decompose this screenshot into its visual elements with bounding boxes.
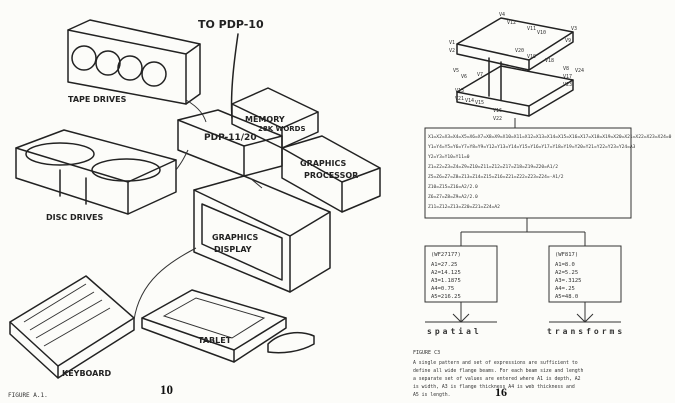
page-number-right: 16 — [495, 385, 507, 399]
tablet-icon — [141, 289, 315, 363]
svg-text:V1: V1 — [449, 40, 455, 46]
cable-disc-pdp — [175, 149, 189, 171]
svg-text:A2=14.125: A2=14.125 — [431, 270, 461, 276]
svg-text:A3=1.1875: A3=1.1875 — [431, 278, 461, 284]
label-transforms: transforms — [547, 327, 625, 336]
tape-drives-icon — [67, 19, 201, 105]
right-page: V4 V12 V11 V10 V3 V9 V1 V2 V20 V19 V18 V… — [395, 0, 675, 403]
expression-line: Z10=Z15=Z16=A2/2.0 — [428, 184, 478, 190]
cable-tape-pdp — [185, 99, 207, 123]
svg-text:V6: V6 — [461, 74, 467, 80]
svg-text:V9: V9 — [565, 38, 571, 44]
svg-text:A2=5.25: A2=5.25 — [555, 270, 578, 276]
svg-text:is width, A3 is flange thickne: is width, A3 is flange thickness A4 is w… — [413, 384, 575, 390]
svg-text:V3: V3 — [571, 26, 577, 32]
svg-text:A1=27.25: A1=27.25 — [431, 262, 458, 268]
expression-line: Z1=Z2=Z3=Z4=Z9=Z10=Z11=Z12=Z17=Z18=Z19=Z… — [428, 164, 558, 170]
svg-text:V17: V17 — [563, 74, 572, 80]
svg-text:V11: V11 — [527, 26, 536, 32]
label-graphics-display-2: DISPLAY — [214, 245, 252, 254]
expression-line: X1=X2=X3=X4=X5=X6=X7=X8=X9=X10=X11=X12=X… — [428, 134, 672, 140]
svg-text:V18: V18 — [545, 58, 554, 64]
svg-text:V21: V21 — [455, 96, 464, 102]
svg-text:V19: V19 — [527, 54, 536, 60]
label-graphics-processor-1: GRAPHICS — [300, 159, 346, 168]
svg-text:V20: V20 — [515, 48, 524, 54]
beam-figure: V4 V12 V11 V10 V3 V9 V1 V2 V20 V19 V18 V… — [413, 12, 672, 399]
cable-keyboard-display — [133, 247, 197, 321]
label-to-pdp10: TO PDP-10 — [198, 18, 264, 31]
svg-text:V16: V16 — [493, 108, 502, 114]
label-pdp11: PDP-11/20 — [204, 133, 257, 143]
hardware-sketch: TO PDP-10 TAPE DRIVES MEMORY 28K WORDS P… — [8, 18, 381, 399]
figure-caption-lines: A single pattern and set of expressions … — [413, 360, 584, 398]
label-memory-size: 28K WORDS — [258, 125, 306, 133]
transforms-header: (WF817) — [555, 252, 578, 258]
spatial-values: A1=27.25 A2=14.125 A3=1.1875 A4=0.75 A5=… — [431, 262, 461, 300]
svg-text:A4=.25: A4=.25 — [555, 286, 575, 292]
cable-pdp-display — [249, 177, 263, 189]
wide-flange-beam-wireframe — [456, 17, 574, 117]
figure-caption: FIGURE A.1. — [8, 392, 48, 399]
svg-text:a separate set of values are e: a separate set of values are entered whe… — [413, 376, 581, 382]
expression-line: Z11=Z12=Z13=Z20=Z21=Z24=A2 — [428, 204, 500, 210]
expression-line: Z6=Z7=Z8=Z9=A2/2.0 — [428, 194, 478, 200]
svg-text:A1=8.0: A1=8.0 — [555, 262, 575, 268]
svg-text:V13: V13 — [455, 88, 464, 94]
graphics-display-icon — [193, 175, 331, 293]
label-tablet: TABLET — [198, 336, 232, 345]
label-disc-drives: DISC DRIVES — [46, 213, 103, 222]
svg-text:V7: V7 — [477, 72, 483, 78]
label-memory: MEMORY — [245, 115, 285, 124]
svg-text:V5: V5 — [453, 68, 459, 74]
keyboard-icon — [9, 275, 135, 379]
left-page: TO PDP-10 TAPE DRIVES MEMORY 28K WORDS P… — [8, 18, 381, 399]
svg-text:V8: V8 — [563, 66, 569, 72]
transforms-arrow — [549, 302, 621, 323]
label-graphics-processor-2: PROCESSOR — [304, 171, 358, 180]
label-keyboard: KEYBOARD — [62, 369, 111, 378]
svg-text:V10: V10 — [537, 30, 546, 36]
svg-text:V12: V12 — [507, 20, 516, 26]
label-graphics-display-1: GRAPHICS — [212, 233, 258, 242]
svg-text:V4: V4 — [499, 12, 505, 18]
svg-text:A3=.3125: A3=.3125 — [555, 278, 582, 284]
page-number-left: 10 — [160, 382, 173, 397]
svg-text:A single pattern and set of ex: A single pattern and set of expressions … — [413, 360, 578, 366]
svg-text:A5 is length.: A5 is length. — [413, 392, 451, 398]
label-tape-drives: TAPE DRIVES — [68, 95, 127, 104]
svg-text:V15: V15 — [475, 100, 484, 106]
svg-text:A5=216.25: A5=216.25 — [431, 294, 461, 300]
spatial-header: (WF27177) — [431, 252, 461, 258]
svg-text:V24: V24 — [575, 68, 584, 74]
expression-line: Y2=Y3=Y10=Y11=0 — [428, 154, 470, 160]
svg-text:define all wide flange beams.: define all wide flange beams. For each b… — [413, 368, 584, 374]
graphics-processor-icon — [281, 135, 381, 213]
expression-line: Y1=Y4=Y5=Y6=Y7=Y8=Y9=Y12=Y13=Y14=Y15=Y16… — [428, 144, 636, 150]
vertex-labels: V4 V12 V11 V10 V3 V9 V1 V2 V20 V19 V18 V… — [449, 12, 584, 122]
expressions-box — [424, 127, 632, 219]
expression-line: Z5=Z6=Z7=Z8=Z13=Z14=Z15=Z16=Z21=Z22=Z23=… — [428, 174, 564, 180]
svg-text:V22: V22 — [493, 116, 502, 122]
spatial-arrow — [425, 302, 497, 323]
svg-text:A5=48.0: A5=48.0 — [555, 294, 578, 300]
figure-title: FIGURE C3 — [413, 350, 440, 356]
disc-drives-icon — [15, 129, 177, 215]
label-spatial: spatial — [427, 326, 482, 336]
expression-list: X1=X2=X3=X4=X5=X6=X7=X8=X9=X10=X11=X12=X… — [428, 134, 672, 210]
svg-text:V2: V2 — [449, 48, 455, 54]
tree-connector — [460, 218, 586, 246]
transforms-values: A1=8.0 A2=5.25 A3=.3125 A4=.25 A5=48.0 — [555, 262, 582, 300]
svg-text:V14: V14 — [465, 98, 474, 104]
svg-text:V23: V23 — [563, 82, 572, 88]
svg-text:A4=0.75: A4=0.75 — [431, 286, 454, 292]
